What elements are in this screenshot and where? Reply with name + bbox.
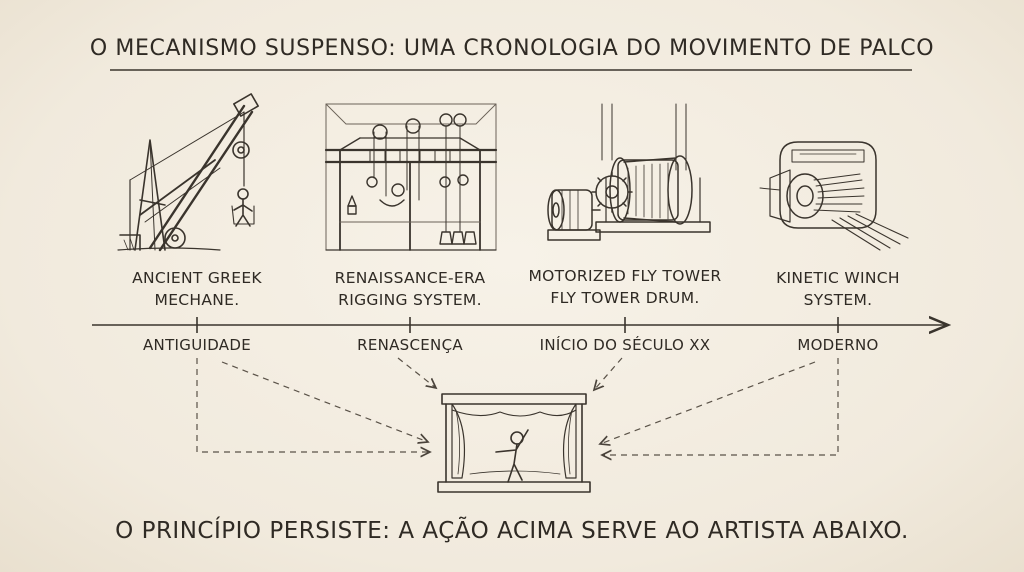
connector-antiguidade-inner (221, 361, 428, 442)
caption-line: MOTORIZED FLY TOWER (528, 267, 722, 285)
era-label-seculo-xx: INÍCIO DO SÉCULO XX (539, 336, 711, 354)
connector-lines (196, 357, 839, 455)
caption-line: RENAISSANCE-ERA (334, 269, 486, 287)
page-title: O MECANISMO SUSPENSO: UMA CRONOLOGIA DO … (89, 36, 935, 61)
winch-icon (759, 141, 909, 251)
era-label-moderno: MODERNO (797, 336, 879, 354)
caption-line: SYSTEM. (803, 291, 873, 309)
connector-moderno-inner (600, 361, 816, 444)
caption-renascenca: RENAISSANCE-ERA RIGGING SYSTEM. (310, 267, 510, 311)
caption-line: ANCIENT GREEK (132, 269, 262, 287)
timeline-ticks (196, 317, 839, 333)
pulley-rig-icon (324, 103, 498, 251)
connector-moderno-outer (602, 358, 839, 455)
footer-principle: O PRINCÍPIO PERSISTE: A AÇÃO ACIMA SERVE… (115, 518, 909, 544)
caption-line: MECHANE. (154, 291, 240, 309)
caption-moderno: KINETIC WINCH SYSTEM. (738, 267, 938, 311)
connector-renascenca (397, 357, 436, 388)
era-label-antiguidade: ANTIGUIDADE (143, 336, 251, 354)
connector-seculo-xx (594, 357, 623, 390)
era-label-renascenca: RENASCENÇA (357, 336, 463, 354)
caption-seculo-xx: MOTORIZED FLY TOWER FLY TOWER DRUM. (525, 265, 725, 309)
connector-antiguidade-outer (196, 358, 430, 452)
caption-line: RIGGING SYSTEM. (338, 291, 482, 309)
motor-drum-icon (547, 103, 711, 241)
caption-line: FLY TOWER DRUM. (550, 289, 700, 307)
theatre-stage-icon (437, 393, 591, 493)
mechane-crane-icon (117, 93, 259, 252)
caption-line: KINETIC WINCH (776, 269, 900, 287)
caption-antiguidade: ANCIENT GREEK MECHANE. (97, 267, 297, 311)
